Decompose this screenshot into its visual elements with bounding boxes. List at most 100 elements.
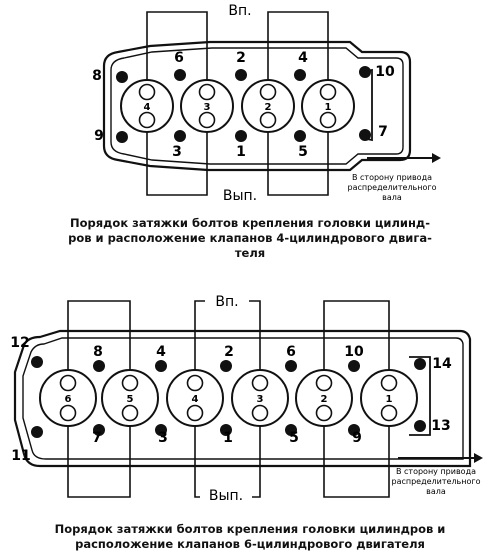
cylinder-bore <box>180 79 234 133</box>
direction-note: распределительного <box>347 183 436 192</box>
intake-line <box>146 11 208 106</box>
bolt-marker <box>235 69 247 81</box>
exhaust-valve <box>315 404 333 422</box>
intake-valve <box>380 374 398 392</box>
intake-valve <box>121 374 139 392</box>
intake-valve <box>198 83 216 101</box>
exhaust-valve <box>319 111 337 129</box>
exhaust-label-bg <box>214 187 266 204</box>
bolt-marker <box>31 426 43 438</box>
bolt-number: 14 <box>432 356 452 372</box>
bolt-marker <box>414 420 426 432</box>
bolt-marker <box>93 424 105 436</box>
cylinder-number: 4 <box>144 102 151 113</box>
caption-line: ров и расположение клапанов 4-цилиндрово… <box>68 231 432 245</box>
bolt-number: 6 <box>174 50 184 66</box>
cylinder-bore <box>241 79 295 133</box>
intake-valve <box>315 374 333 392</box>
bolt-number: 4 <box>298 50 308 66</box>
intake-label: Вп. <box>215 294 238 310</box>
intake-label: Вп. <box>228 3 251 19</box>
cylinder-number: 2 <box>265 102 272 113</box>
bolt-marker <box>155 424 167 436</box>
bolt-number: 10 <box>375 64 395 80</box>
intake-valve <box>186 374 204 392</box>
bolt-marker <box>414 358 426 370</box>
caption-line: Порядок затяжки болтов крепления головки… <box>54 522 446 536</box>
bolt-marker <box>294 69 306 81</box>
intake-line <box>267 11 329 106</box>
cylinder-bore <box>101 369 159 427</box>
bolt-number: 1 <box>236 144 246 160</box>
exhaust-valve <box>380 404 398 422</box>
direction-note: вала <box>382 193 402 202</box>
bolt-marker <box>220 360 232 372</box>
head-inner-outline <box>110 47 404 165</box>
bolt-marker <box>359 66 371 78</box>
cylinder-bore <box>301 79 355 133</box>
exhaust-valve <box>259 111 277 129</box>
four-cylinder-caption: Порядок затяжки болтов крепления головки… <box>0 216 500 261</box>
head-inner-outline <box>22 337 464 460</box>
cylinder-number: 5 <box>127 394 134 405</box>
bolt-number: 13 <box>431 418 450 434</box>
head-outline <box>102 40 412 172</box>
bolt-number: 8 <box>93 344 103 360</box>
bolt-number: 7 <box>92 430 102 446</box>
cylinder-bore <box>39 369 97 427</box>
bolt-marker <box>116 71 128 83</box>
direction-note: В сторону привода <box>396 467 476 476</box>
cylinder-bore <box>166 369 224 427</box>
bolt-number: 4 <box>156 344 166 360</box>
bolt-number: 8 <box>92 68 102 84</box>
cylinder-number: 3 <box>204 102 211 113</box>
caption-line: расположение клапанов 6-цилиндрового дви… <box>75 537 425 551</box>
bolt-marker <box>348 360 360 372</box>
bolt-marker <box>174 130 186 142</box>
head-outline <box>13 329 472 468</box>
six-cylinder-caption: Порядок затяжки болтов крепления головки… <box>0 522 500 552</box>
caption-line: теля <box>234 246 266 260</box>
exhaust-line <box>323 398 390 498</box>
exhaust-valve <box>198 111 216 129</box>
bolt-marker <box>294 130 306 142</box>
exhaust-label-bg <box>200 487 252 504</box>
bolt-number: 12 <box>10 335 29 351</box>
bolt-marker <box>285 424 297 436</box>
bolt-number: 9 <box>94 128 104 144</box>
cylinder-bore <box>360 369 418 427</box>
cylinder-number: 1 <box>325 102 332 113</box>
intake-line <box>67 300 131 398</box>
bolt-number: 10 <box>344 344 364 360</box>
exhaust-valve <box>138 111 156 129</box>
cylinder-bore <box>120 79 174 133</box>
exhaust-label: Вып. <box>223 188 257 204</box>
intake-label-bg <box>218 2 262 19</box>
direction-note: вала <box>426 487 446 496</box>
exhaust-label: Вып. <box>209 488 243 504</box>
cylinder-number: 3 <box>257 394 264 405</box>
cylinder-bore <box>295 369 353 427</box>
exhaust-valve <box>251 404 269 422</box>
intake-valve <box>259 83 277 101</box>
bolt-number: 9 <box>352 430 362 446</box>
bolt-marker <box>285 360 297 372</box>
bolt-number: 2 <box>224 344 234 360</box>
bolt-marker <box>235 130 247 142</box>
intake-label-bg <box>205 293 249 310</box>
direction-note: В сторону привода <box>352 173 432 182</box>
bolt-number: 1 <box>223 430 233 446</box>
cylinder-number: 4 <box>192 394 199 405</box>
direction-note: распределительного <box>391 477 480 486</box>
intake-line <box>323 300 390 398</box>
exhaust-line <box>267 106 329 196</box>
cylinder-number: 2 <box>321 394 328 405</box>
intake-valve <box>319 83 337 101</box>
bolt-marker <box>220 424 232 436</box>
bolt-marker <box>348 424 360 436</box>
bolt-number: 2 <box>236 50 246 66</box>
exhaust-valve <box>59 404 77 422</box>
